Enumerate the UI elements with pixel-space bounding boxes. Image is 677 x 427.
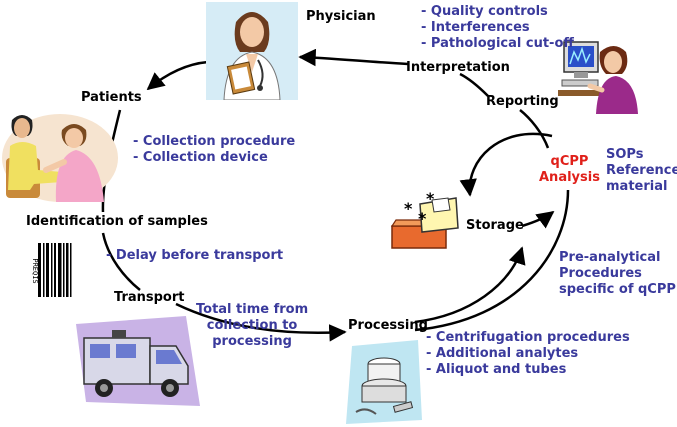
- svg-text:*: *: [426, 190, 435, 208]
- arrow-processing-to-storage: [414, 246, 526, 324]
- reporting-computer-illustration: [558, 41, 638, 114]
- analysis-line-2: Analysis: [539, 170, 600, 185]
- note-line: Reference: [606, 163, 677, 178]
- interpretation-notes: - Quality controls - Interferences - Pat…: [421, 4, 574, 52]
- note-line: SOPs: [606, 147, 644, 162]
- note-item: - Interferences: [421, 20, 530, 35]
- arrow-reporting-to-interpretation: [459, 72, 489, 97]
- note-item: - Additional analytes: [426, 346, 579, 361]
- svg-text:*: *: [418, 209, 427, 228]
- barcode-icon: PREQIS: [31, 243, 72, 297]
- arrow-interpretation-to-physician: [298, 48, 409, 67]
- analysis-line-1: qCPP: [550, 154, 589, 169]
- note-line: Pre-analytical: [559, 250, 661, 265]
- sops-note: SOPs Reference material: [606, 147, 677, 195]
- note-item: - Pathological cut-off: [421, 36, 574, 51]
- note-line: Total time from: [196, 302, 309, 317]
- total-time-note: Total time from collection to processing: [196, 302, 308, 350]
- preanalytical-note: Pre-analytical Procedures specific of qC…: [559, 250, 676, 298]
- centrifuge-illustration: [346, 340, 422, 424]
- barcode-text: PREQIS: [31, 258, 39, 283]
- stage-transport: Transport: [114, 290, 185, 305]
- note-item: - Quality controls: [421, 4, 548, 19]
- arrow-processing-to-analysis: [414, 189, 570, 332]
- ambulance-illustration: [76, 316, 200, 406]
- arrow-analysis-to-reporting: [519, 109, 550, 149]
- note-item: - Aliquot and tubes: [426, 362, 567, 377]
- arrow-transport-to-processing: [175, 302, 347, 342]
- arrow-identification-to-transport: [101, 232, 141, 291]
- arrow-storage-to-analysis: [521, 210, 555, 229]
- transport-delay-note: - Delay before transport: [106, 248, 284, 263]
- note-item: - Collection device: [133, 150, 268, 165]
- arrow-physician-to-patients: [146, 60, 209, 91]
- processing-notes: - Centrifugation procedures - Additional…: [426, 330, 630, 378]
- stage-identification: Identification of samples: [26, 214, 208, 229]
- svg-text:*: *: [404, 199, 413, 218]
- note-item: - Centrifugation procedures: [426, 330, 630, 345]
- collection-notes: - Collection procedure - Collection devi…: [133, 134, 295, 166]
- note-line: material: [606, 179, 668, 194]
- physician-illustration: [206, 2, 298, 100]
- stage-physician: Physician: [306, 9, 376, 24]
- note-line: collection to: [206, 318, 298, 333]
- stage-processing: Processing: [348, 318, 428, 333]
- note-line: Procedures: [559, 266, 642, 281]
- stage-interpretation: Interpretation: [406, 60, 510, 75]
- note-line: specific of qCPP: [559, 282, 676, 297]
- arrow-analysis-to-storage: [459, 132, 553, 197]
- stage-storage: Storage: [466, 218, 524, 233]
- analysis-label: qCPP Analysis: [539, 154, 600, 186]
- note-line: processing: [212, 334, 292, 349]
- patients-illustration: [2, 114, 118, 202]
- storage-box-illustration: * * *: [390, 190, 459, 249]
- note-item: - Collection procedure: [133, 134, 296, 149]
- stage-patients: Patients: [81, 90, 142, 105]
- stage-reporting: Reporting: [486, 94, 559, 109]
